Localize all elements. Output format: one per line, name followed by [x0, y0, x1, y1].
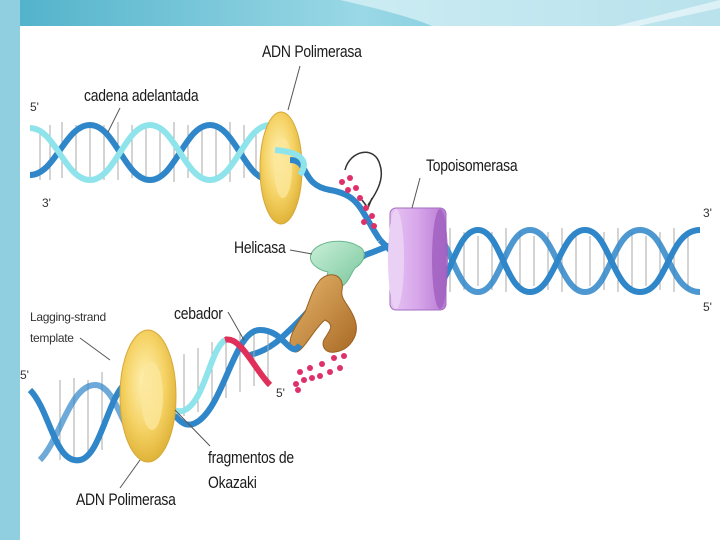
label-polymerase-bottom: ADN Polimerasa — [76, 490, 176, 509]
label-lagging-template-2: template — [30, 331, 74, 345]
leading-strand-helix — [29, 121, 271, 184]
end-bottom-left-5: 5' — [20, 368, 29, 382]
topoisomerase — [388, 207, 448, 311]
label-okazaki-1: fragmentos de — [208, 448, 294, 467]
leader-lines — [79, 65, 421, 489]
end-right-5: 5' — [703, 300, 712, 314]
end-okazaki-5: 5' — [276, 386, 285, 400]
polymerase-bottom — [119, 329, 177, 463]
parental-dna-helix — [429, 226, 701, 296]
label-polymerase-top: ADN Polimerasa — [262, 42, 362, 61]
label-lagging-template-1: Lagging-strand — [30, 310, 106, 324]
primase — [289, 274, 357, 353]
label-helicase: Helicasa — [234, 238, 286, 257]
topoisomerase-dots — [339, 175, 377, 229]
label-primer: cebador — [174, 304, 223, 323]
end-top-left-3: 3' — [42, 196, 51, 210]
label-leading-strand: cadena adelantada — [84, 86, 199, 105]
label-okazaki-2: Okazaki — [208, 473, 257, 492]
polymerase-top — [259, 111, 303, 225]
helicase — [310, 240, 365, 289]
end-right-3: 3' — [703, 206, 712, 220]
rna-primer — [224, 336, 273, 388]
rotation-arrow — [344, 151, 382, 206]
primer-dots — [293, 353, 347, 393]
label-topoisomerase: Topoisomerasa — [426, 156, 518, 175]
end-top-left-5: 5' — [30, 100, 39, 114]
